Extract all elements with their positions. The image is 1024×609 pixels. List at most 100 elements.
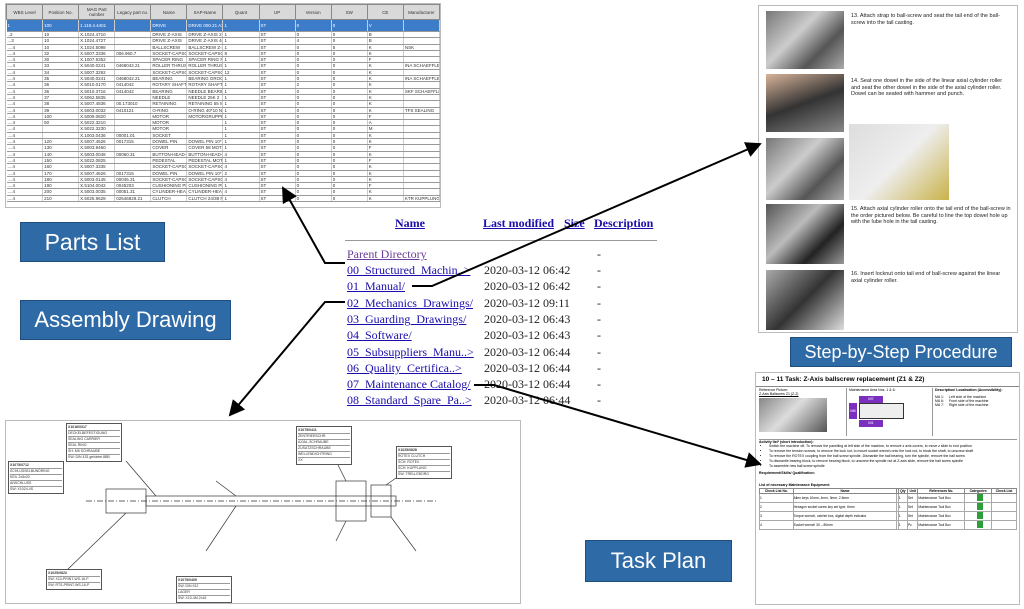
table-cell: X.5007.3292 [78,69,116,77]
tool-cell: 1 [759,493,794,503]
table-cell: 0468042.21 [114,62,152,70]
category-swatch [965,503,972,510]
zone-m6: M6 [849,403,857,419]
size-value: - [597,344,601,359]
description-column-header[interactable]: Description [594,216,654,230]
table-cell: COVER 58 MOTORLAGER Z-AXIS [186,144,224,152]
table-cell: ST [259,119,296,127]
callout-line: SCHLÜSSELBUNDRING [10,468,62,474]
machine-schematic [859,403,904,419]
table-cell: X.5022.3230 [78,125,116,133]
directory-listing: Name Last modified Size Description Pare… [340,212,662,414]
directory-link[interactable]: 03_Guarding_Drawings/ [347,311,467,326]
parent-directory-link[interactable]: Parent Directory [347,247,427,261]
check-cell[interactable] [991,493,1017,503]
directory-link[interactable]: 07_Maintenance Catalog/ [347,377,471,392]
table-cell [114,157,152,165]
table-cell [403,113,440,121]
table-cell: 0 [295,56,332,64]
table-cell: 2 [295,81,332,89]
table-cell [114,31,152,39]
table-cell: 0414042 [114,88,152,95]
directory-link[interactable]: 05_Subsuppliers_Manu..> [347,344,474,359]
table-cell: SOCKET-CAPSCR [150,163,188,171]
directory-link[interactable]: 02_Mechanics_Drawings/ [347,295,473,310]
directory-link[interactable]: 04_Software/ [347,328,412,343]
table-row[interactable]: ....434X.5007.3292SOCKET-CAPSCRSOCKET-CA… [6,69,440,77]
column-header[interactable]: Position No. [42,4,80,20]
table-row[interactable]: ....4160X.5007.3335SOCKET-CAPSCRSOCKET-C… [6,163,440,171]
table-cell: ROTARY SHAFT SEAL 4/7 40 ENSE 6 [186,81,224,89]
table-cell: 8 [222,50,260,58]
table-cell: 10 [42,44,80,51]
table-cell: 0 [295,119,332,127]
modified-date: 2020-03-12 06:42 [484,263,571,277]
column-header[interactable]: MAG Part number [78,4,116,20]
table-cell: ....4 [6,132,44,140]
name-column-header[interactable]: Name [395,216,425,230]
column-header[interactable]: Quant [222,4,260,20]
tool-cell: Socket wrench 30 – 80mm [792,520,898,530]
modified-date: 2020-03-12 06:43 [484,328,571,343]
directory-link[interactable]: 08_Standard_Spare_Pa..> [347,393,472,408]
table-cell: 1 [222,107,260,114]
table-cell: CUSHIONING PLATE [186,182,224,190]
table-cell: X.1024.4727 [78,37,116,45]
directory-link[interactable]: 00_Structured_Machin..> [347,263,471,277]
check-cell[interactable] [991,520,1017,530]
directory-link[interactable]: 01_Manual/ [347,279,405,294]
size-column-header[interactable]: Size [564,216,585,230]
column-header[interactable]: UP [258,4,296,20]
category-swatch [965,494,972,501]
callout-line: ZENTRIERSCHR. [298,433,350,439]
column-header[interactable]: Manufacturer [402,4,440,20]
area-text: Left side of the machine [949,395,987,399]
column-header[interactable]: Name [150,4,188,20]
table-cell: F [367,56,404,64]
table-cell: NEEDLE BEARING 40*47*31 [186,88,224,95]
table-cell: 33 [42,62,80,70]
table-cell: 0 [331,81,368,89]
column-header[interactable]: WBS Level [6,4,44,20]
table-row[interactable]: ....432X.5007.3336006.960.7SOCKET-CAPSCR… [6,50,440,58]
table-cell: 0 [295,195,332,203]
table-cell: 0 [331,19,368,32]
last-modified-column-header[interactable]: Last modified [483,216,555,230]
step-15: 15. Attach axial cylinder roller onto th… [851,206,1011,226]
column-header[interactable]: SAP-Name [186,4,224,20]
column-header[interactable]: Version [294,4,332,20]
table-cell: SOCKET [150,132,188,140]
category-swatch [965,512,972,519]
table-cell: 0 [331,138,368,146]
column-header[interactable]: CE [366,4,404,20]
table-cell: ST [259,56,296,64]
directory-link[interactable]: 06_Quality_Certifica..> [347,360,462,375]
check-cell[interactable] [991,511,1017,521]
column-header[interactable]: SW [330,4,368,20]
column-header[interactable]: Legacy part no. [114,4,152,20]
check-cell[interactable] [991,502,1017,512]
zone-m1: M1 [859,420,883,427]
table-cell: 0 [295,31,332,39]
table-cell: ST [259,176,296,184]
